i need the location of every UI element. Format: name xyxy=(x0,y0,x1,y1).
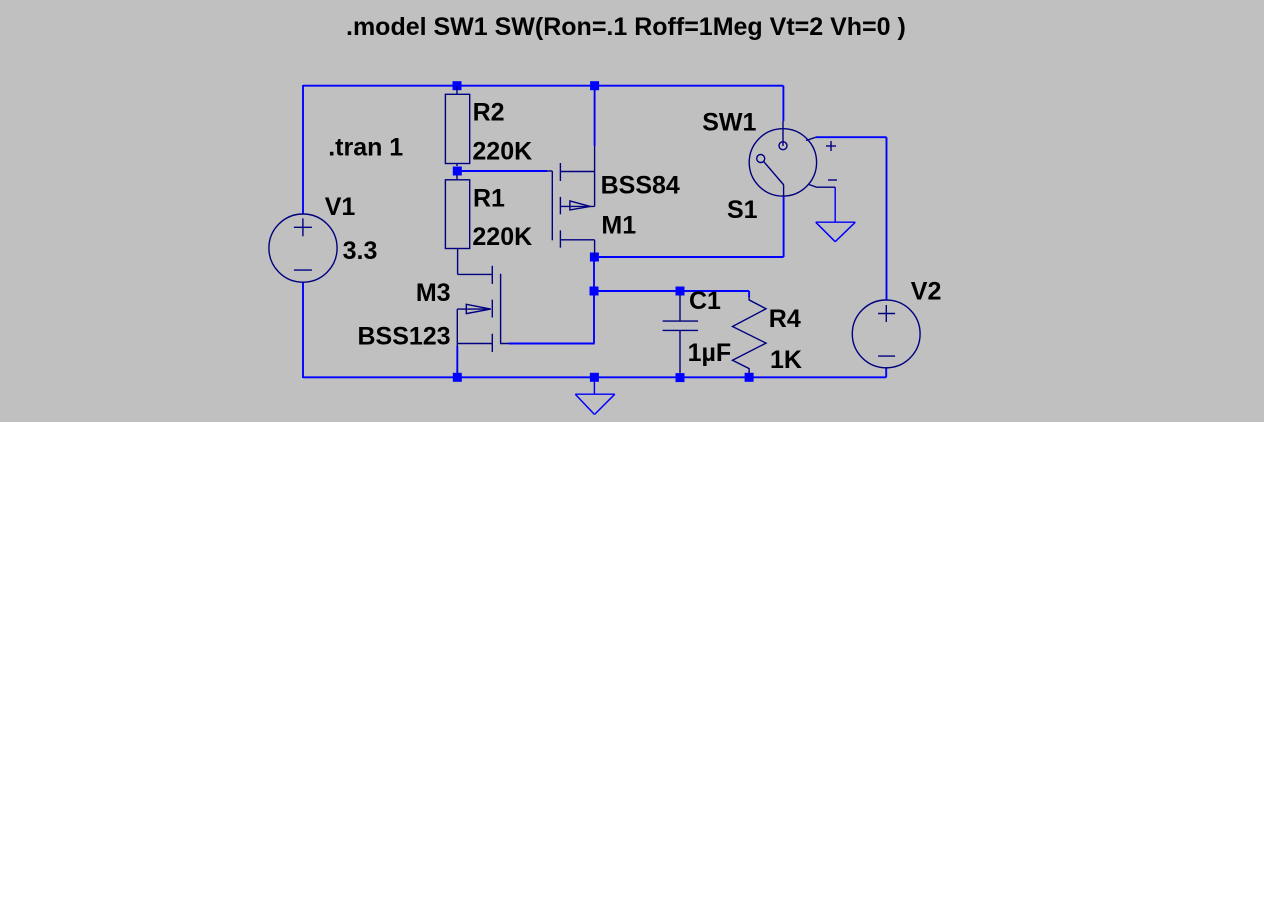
svg-text:220K: 220K xyxy=(472,138,532,166)
svg-text:R2: R2 xyxy=(473,99,505,127)
svg-text:C1: C1 xyxy=(689,287,721,315)
svg-text:M3: M3 xyxy=(416,279,451,307)
svg-text:BSS84: BSS84 xyxy=(601,171,680,199)
svg-text:3.3: 3.3 xyxy=(343,237,378,265)
svg-text:.tran 1: .tran 1 xyxy=(328,134,403,162)
svg-text:M1: M1 xyxy=(601,211,636,239)
svg-text:BSS123: BSS123 xyxy=(357,322,450,350)
svg-text:220K: 220K xyxy=(472,223,532,251)
svg-text:.model SW1 SW(Ron=.1 Roff=1Meg: .model SW1 SW(Ron=.1 Roff=1Meg Vt=2 Vh=0… xyxy=(346,13,906,41)
svg-text:V1: V1 xyxy=(325,193,356,221)
svg-text:1K: 1K xyxy=(770,346,802,374)
svg-text:SW1: SW1 xyxy=(702,108,756,136)
svg-text:V2: V2 xyxy=(911,278,942,306)
svg-text:R1: R1 xyxy=(473,184,505,212)
svg-text:1µF: 1µF xyxy=(688,339,732,367)
svg-text:R4: R4 xyxy=(769,305,801,333)
svg-text:S1: S1 xyxy=(727,196,758,224)
